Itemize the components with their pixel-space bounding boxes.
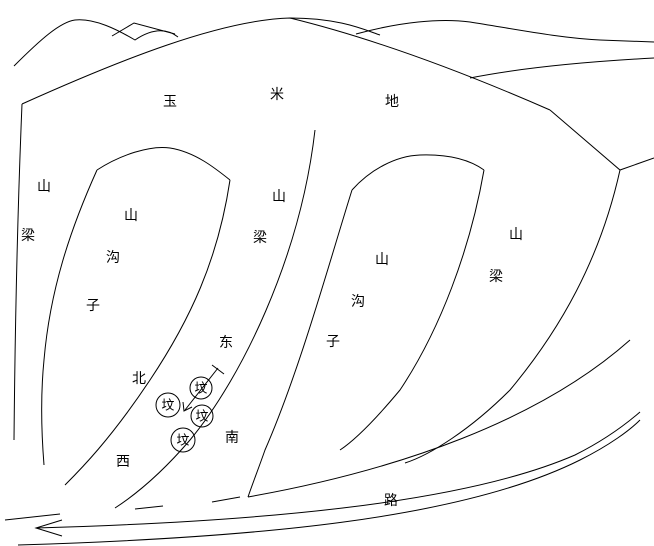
label-mi: 米 [270,87,284,103]
top-ridge-right [355,20,654,43]
label-yu: 玉 [163,94,177,110]
label-left-shan: 山 [37,179,51,195]
grave-2-label: 坟 [161,399,174,414]
road-lower-edge [17,419,641,546]
top-ridge-slope [289,17,551,111]
pointer-tick [211,364,225,375]
pointer-line [184,367,219,411]
label-lu: 路 [384,493,398,509]
top-ridge-main [21,17,381,105]
left-ridge-line [13,103,23,441]
right-ridge-line [404,169,621,464]
pointer-arrowhead [182,401,193,412]
label-xi: 西 [116,454,130,470]
grave-3-label: 坟 [195,410,208,425]
road-gap-dash-1 [211,496,241,503]
road-upper-edge [247,339,631,498]
gully1-left-edge [41,169,98,466]
road-gap-dash-2 [134,505,164,510]
label-mid-liang: 梁 [253,230,267,246]
label-bei: 北 [132,371,146,387]
road-arrowhead [34,519,63,537]
right-slope [549,109,654,171]
gully2-left-edge [247,189,353,498]
gully1-top [96,146,231,181]
label-gully1-shan: 山 [124,208,138,224]
grave-1-label: 坟 [194,382,207,397]
top-ridge-far-right [469,57,654,79]
label-left-liang: 梁 [21,228,35,244]
label-gully2-gou: 沟 [351,294,365,310]
label-nan: 南 [225,430,239,446]
gully1-right-edge [64,179,231,486]
label-right-shan: 山 [509,227,523,243]
label-gully1-zi: 子 [86,298,100,314]
top-ridge-left [13,19,179,67]
label-dong: 东 [219,335,233,351]
gully2-right-edge [339,169,485,451]
grave-2: 坟 [155,392,181,418]
mid-ridge-lower [114,129,316,509]
label-right-liang: 梁 [489,269,503,285]
label-gully2-zi: 子 [326,334,340,350]
grave-1: 坟 [189,376,213,400]
label-gully1-gou: 沟 [106,250,120,266]
road-left-stub [4,513,61,521]
road-arrow-line [35,411,641,529]
grave-4-label: 坟 [176,434,189,449]
top-ridge-inner [111,22,176,37]
label-gully2-shan: 山 [375,252,389,268]
label-mid-shan: 山 [272,189,286,205]
gully2-top [351,154,485,191]
label-di: 地 [385,94,399,110]
grave-3: 坟 [190,404,214,428]
grave-4: 坟 [170,427,196,453]
